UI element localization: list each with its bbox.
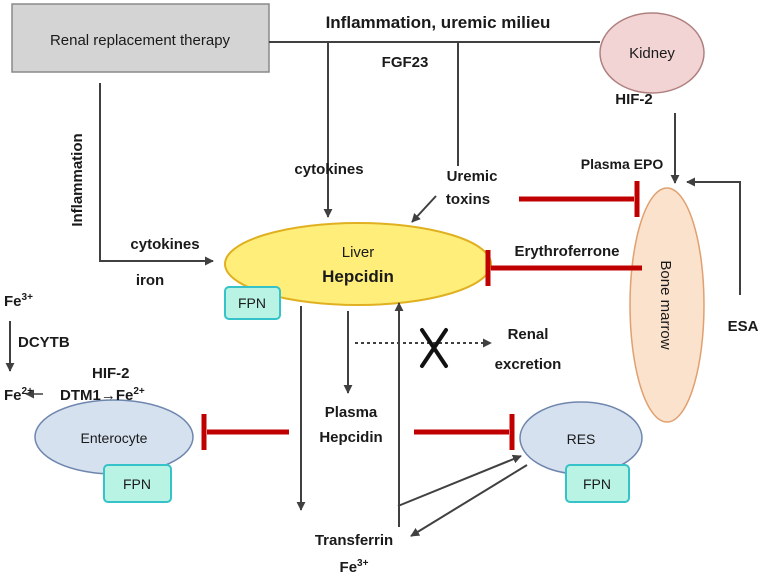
hepcidin-label: Hepcidin: [322, 267, 394, 286]
inhibition-edges: [201, 181, 642, 450]
res-fpn-badge: FPN: [565, 464, 630, 503]
inflammation-uremic-milieu-label: Inflammation, uremic milieu: [326, 13, 551, 32]
plasma-hepcidin-label: Hepcidin: [319, 429, 382, 446]
fe3-top-label: Fe3+: [4, 292, 33, 310]
uremic-label: Uremic: [447, 168, 498, 185]
fgf23-label: FGF23: [382, 54, 429, 71]
enterocyte-label: Enterocyte: [81, 430, 148, 446]
cytokines-top-label: cytokines: [294, 161, 363, 178]
enterocyte-fpn-label: FPN: [123, 476, 151, 492]
esa-label: ESA: [728, 318, 759, 335]
cytokines-left-label: cytokines: [130, 236, 199, 253]
blocked-excretion-x-icon: [420, 328, 448, 368]
fe2-label: Fe2+: [4, 386, 33, 404]
kidney-hif2-label: HIF-2: [615, 91, 653, 108]
erythroferrone-label: Erythroferrone: [514, 243, 619, 260]
transferrin-to-res-arrow: [397, 454, 522, 507]
enterocyte-fpn-badge: FPN: [103, 464, 172, 503]
transferrin-fe3-label: Fe3+: [340, 558, 369, 576]
res-fpn-label: FPN: [583, 476, 611, 492]
kidney-node: Kidney: [599, 12, 705, 94]
bone-marrow-label: Bone marrow: [657, 260, 674, 349]
liver-fpn-label: FPN: [238, 295, 266, 311]
plasma-epo-label: Plasma EPO: [581, 156, 664, 172]
liver-fpn-badge: FPN: [224, 286, 281, 320]
dtm1-fe2-label: DTM1→Fe2+: [60, 386, 145, 404]
excretion-label: excretion: [495, 356, 562, 373]
res-to-transferrin-arrow: [410, 464, 528, 537]
esa-arrow-to-bone-marrow: [686, 177, 741, 295]
uremic-toxins-arrow-to-liver: [411, 195, 437, 223]
res-label: RES: [567, 431, 596, 447]
renal-replacement-therapy-label: Renal replacement therapy: [50, 32, 231, 49]
enterocyte-hif2-label: HIF-2: [92, 365, 130, 382]
kidney-label: Kidney: [629, 45, 675, 62]
rrt-arrow-to-liver: [99, 83, 214, 266]
inflammation-vertical-label: Inflammation: [69, 133, 86, 226]
res-node: RES: [519, 401, 643, 475]
transferrin-label: Transferrin: [315, 532, 393, 549]
liver-label: Liver: [342, 244, 375, 261]
renal-replacement-therapy-node: Renal replacement therapy: [11, 3, 270, 73]
renal-label: Renal: [508, 326, 549, 343]
toxins-label: toxins: [446, 191, 490, 208]
enterocyte-node: Enterocyte: [34, 399, 194, 475]
iron-label: iron: [136, 272, 164, 289]
connector-arrows: [5, 41, 741, 537]
plasma-label: Plasma: [325, 404, 378, 421]
dcytb-label: DCYTB: [18, 334, 70, 351]
liver-node: Liver Hepcidin: [224, 222, 492, 306]
bone-marrow-node: Bone marrow: [629, 187, 705, 423]
